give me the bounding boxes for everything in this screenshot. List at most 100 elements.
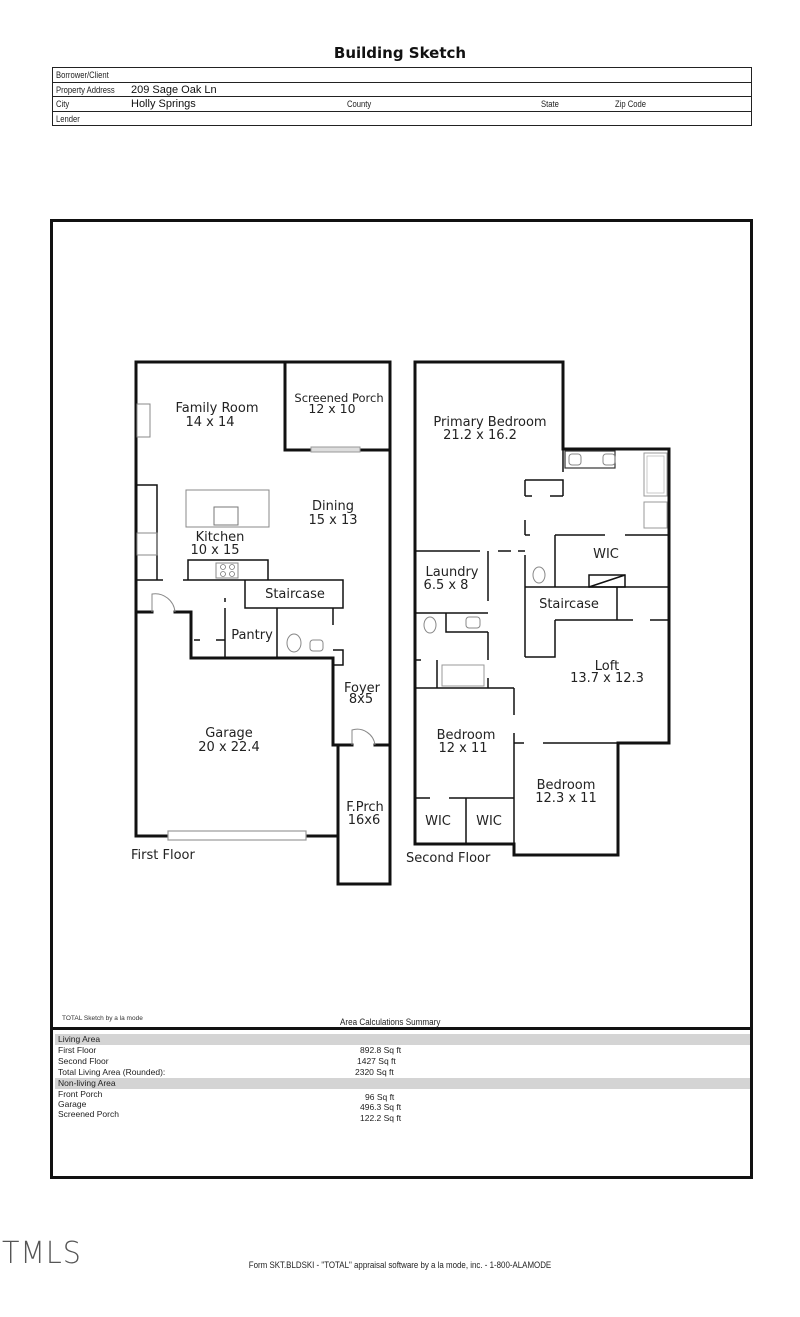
city-value: Holly Springs bbox=[131, 98, 196, 110]
form-footer-text: Form SKT.BLDSKI - "TOTAL" appraisal soft… bbox=[248, 1260, 552, 1270]
table-row: Garage 496.3 Sq ft bbox=[55, 1099, 750, 1112]
room-label: Garage bbox=[205, 726, 253, 741]
sink-icon bbox=[309, 639, 324, 652]
county-label: County bbox=[347, 99, 372, 109]
svg-text:Staircase: Staircase bbox=[539, 597, 599, 612]
sink-icon bbox=[602, 453, 616, 466]
svg-text:16x6: 16x6 bbox=[348, 813, 381, 828]
row-label: Garage bbox=[58, 1099, 87, 1109]
svg-text:12.3 x 11: 12.3 x 11 bbox=[535, 791, 596, 806]
room-dims: 12 x 10 bbox=[308, 401, 355, 416]
svg-text:Family Room: Family Room bbox=[176, 401, 259, 416]
svg-text:Bedroom: Bedroom bbox=[537, 778, 596, 793]
room-label: Foyer bbox=[344, 681, 381, 696]
shower-icon bbox=[643, 501, 668, 529]
svg-text:12 x 10: 12 x 10 bbox=[308, 401, 355, 416]
svg-text:Laundry: Laundry bbox=[426, 565, 479, 580]
city-row: City Holly Springs County State Zip Code bbox=[53, 97, 751, 112]
room-label: Primary Bedroom bbox=[433, 415, 546, 430]
nonliving-area-header: Non-living Area bbox=[55, 1078, 750, 1089]
sketch-frame bbox=[50, 219, 753, 1179]
porch-slider bbox=[310, 446, 361, 453]
svg-text:Pantry: Pantry bbox=[231, 628, 273, 643]
mls-logo: TMLS bbox=[2, 1236, 82, 1271]
second-floor-label: Second Floor bbox=[406, 851, 491, 866]
section-divider bbox=[50, 1027, 753, 1030]
svg-text:13.7 x 12.3: 13.7 x 12.3 bbox=[570, 671, 644, 686]
svg-text:F.Prch: F.Prch bbox=[346, 800, 384, 815]
room-label: WIC bbox=[593, 547, 619, 562]
svg-text:Foyer: Foyer bbox=[344, 681, 381, 696]
table-row: Screened Porch 122.2 Sq ft bbox=[55, 1109, 750, 1123]
room-dims: 8x5 bbox=[349, 692, 373, 707]
svg-text:Bedroom: Bedroom bbox=[437, 728, 496, 743]
svg-text:15 x 13: 15 x 13 bbox=[308, 513, 357, 528]
table-row: First Floor 892.8 Sq ft bbox=[55, 1045, 750, 1056]
room-label: Bedroom bbox=[537, 778, 596, 793]
state-label: State bbox=[541, 99, 559, 109]
borrower-label: Borrower/Client bbox=[56, 70, 109, 80]
svg-text:21.2 x 16.2: 21.2 x 16.2 bbox=[443, 428, 517, 443]
svg-text:Garage: Garage bbox=[205, 726, 253, 741]
door-swing-icon bbox=[151, 593, 176, 613]
svg-text:Screened Porch: Screened Porch bbox=[294, 391, 383, 405]
room-label: Loft bbox=[595, 659, 619, 674]
room-label: Staircase bbox=[265, 587, 325, 602]
lender-row: Lender bbox=[53, 112, 751, 127]
section-label: Non-living Area bbox=[58, 1078, 116, 1088]
lender-label: Lender bbox=[56, 113, 80, 124]
row-label: Second Floor bbox=[58, 1056, 109, 1066]
row-label: First Floor bbox=[58, 1045, 97, 1055]
room-label: Staircase bbox=[539, 597, 599, 612]
toilet-icon bbox=[286, 633, 302, 653]
living-area-header: Living Area bbox=[55, 1034, 750, 1045]
svg-text:6.5 x 8: 6.5 x 8 bbox=[424, 578, 469, 593]
zip-label: Zip Code bbox=[615, 99, 647, 109]
room-dims: 12 x 11 bbox=[438, 741, 487, 756]
room-dims: 12.3 x 11 bbox=[535, 791, 596, 806]
room-label: Dining bbox=[312, 499, 354, 514]
sink-icon bbox=[213, 506, 239, 526]
row-value: 496.3 Sq ft bbox=[360, 1102, 402, 1112]
room-label: Family Room bbox=[176, 401, 259, 416]
fridge-icon bbox=[136, 532, 158, 556]
fireplace-icon bbox=[136, 403, 151, 438]
svg-text:Loft: Loft bbox=[595, 659, 619, 674]
area-summary-title: Area Calculations Summary bbox=[340, 1017, 441, 1027]
svg-text:10 x 15: 10 x 15 bbox=[190, 543, 239, 558]
city-label: City bbox=[56, 99, 70, 109]
room-label: Kitchen bbox=[196, 530, 245, 545]
room-label: Pantry bbox=[231, 628, 273, 643]
svg-text:12 x 11: 12 x 11 bbox=[438, 741, 487, 756]
row-value: 122.2 Sq ft bbox=[360, 1113, 402, 1123]
toilet-icon bbox=[532, 566, 546, 584]
borrower-row: Borrower/Client bbox=[53, 68, 751, 83]
door-swing-icon bbox=[351, 728, 376, 746]
row-value: 2320 Sq ft bbox=[355, 1067, 394, 1077]
room-label: Laundry bbox=[426, 565, 479, 580]
svg-text:8x5: 8x5 bbox=[349, 692, 373, 707]
garage-door bbox=[167, 830, 307, 841]
svg-text:Primary Bedroom: Primary Bedroom bbox=[433, 415, 546, 430]
svg-text:14 x 14: 14 x 14 bbox=[185, 415, 234, 430]
sketch-credit: TOTAL Sketch by a la mode bbox=[62, 1015, 143, 1022]
cooktop-icon bbox=[215, 562, 239, 579]
room-dims: 20 x 22.4 bbox=[198, 740, 259, 755]
sink-icon bbox=[465, 616, 481, 629]
svg-text:WIC: WIC bbox=[593, 547, 619, 562]
table-row: Second Floor 1427 Sq ft bbox=[55, 1056, 750, 1067]
svg-text:WIC: WIC bbox=[476, 814, 502, 829]
svg-text:WIC: WIC bbox=[425, 814, 451, 829]
row-value: 892.8 Sq ft bbox=[360, 1045, 402, 1055]
bathtub-icon bbox=[643, 452, 668, 497]
room-label: Screened Porch bbox=[294, 391, 383, 405]
room-label: F.Prch bbox=[346, 800, 384, 815]
section-label: Living Area bbox=[58, 1034, 101, 1044]
room-label: Bedroom bbox=[437, 728, 496, 743]
row-value: 1427 Sq ft bbox=[357, 1056, 396, 1066]
sink-icon bbox=[568, 453, 582, 466]
svg-text:Kitchen: Kitchen bbox=[196, 530, 245, 545]
row-label: Front Porch bbox=[58, 1089, 103, 1099]
property-info-table: Borrower/Client Property Address 209 Sag… bbox=[52, 67, 752, 126]
